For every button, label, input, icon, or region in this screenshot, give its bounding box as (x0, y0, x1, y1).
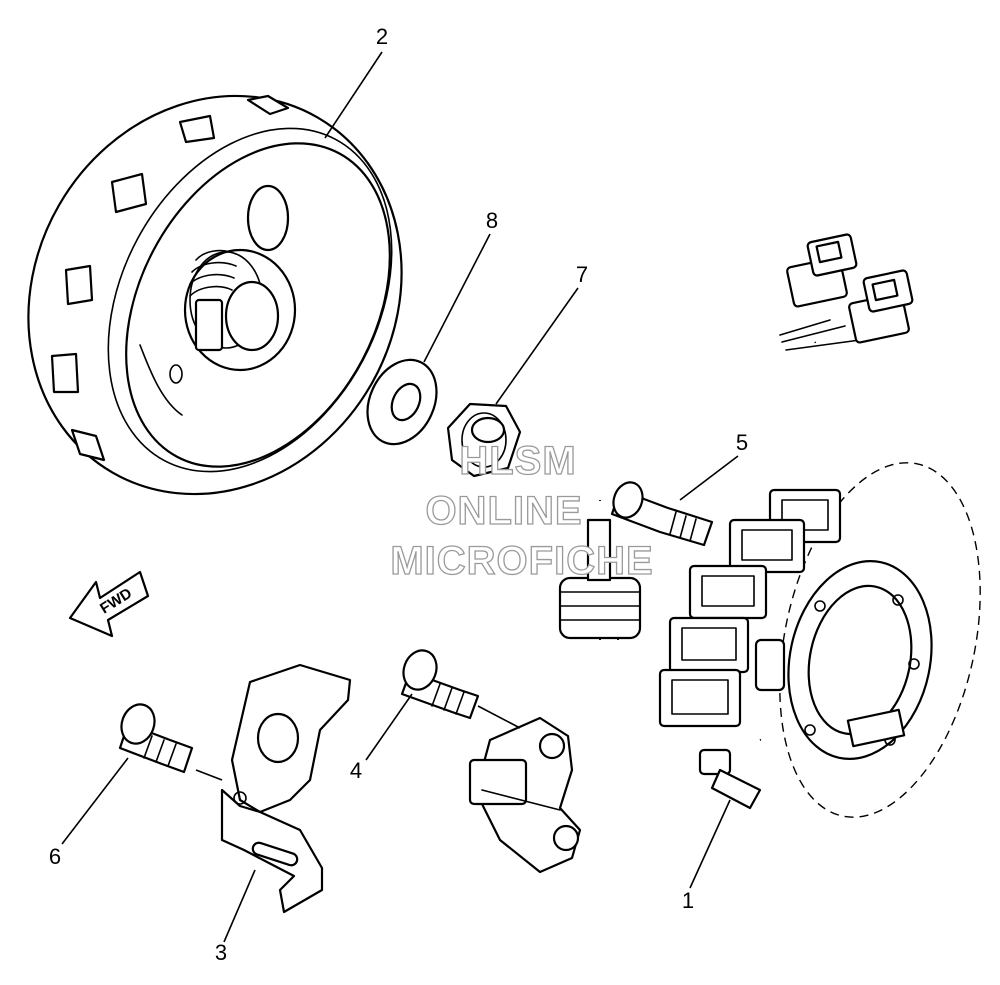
hex-nut (446, 402, 522, 478)
callout-labels: 2 8 7 5 4 6 1 3 (49, 24, 748, 965)
stator-coil (668, 616, 750, 674)
stator-coil (728, 518, 806, 574)
callout-5: 5 (736, 430, 748, 455)
washer (366, 358, 438, 446)
pickup-coil (468, 716, 582, 874)
flywheel-rotor (27, 94, 403, 496)
stator-coil (658, 668, 742, 728)
bracket-bolt (118, 703, 194, 774)
forward-direction-arrow: FWD (68, 570, 150, 638)
stator-assembly (558, 233, 981, 818)
stator-coil (688, 564, 768, 620)
watermark-line-3: MICROFICHE (390, 539, 653, 583)
watermark-line-2: ONLINE (425, 489, 582, 533)
callout-6: 6 (49, 844, 61, 869)
leader-lines (61, 51, 739, 943)
stator-screw (610, 481, 714, 547)
callout-3: 3 (215, 940, 227, 965)
watermark-line-1: HLSM (459, 439, 576, 483)
callout-8: 8 (486, 208, 498, 233)
wire-grommet (558, 518, 642, 640)
callout-1: 1 (682, 888, 694, 913)
harness-connector-1 (786, 233, 858, 308)
callout-7: 7 (576, 262, 588, 287)
watermark: HLSM ONLINE MICROFICHE (390, 438, 654, 583)
harness-connector-2 (848, 269, 914, 344)
mounting-bracket (220, 663, 352, 914)
pickup-screw (400, 649, 480, 720)
callout-4: 4 (350, 758, 362, 783)
callout-2: 2 (376, 24, 388, 49)
